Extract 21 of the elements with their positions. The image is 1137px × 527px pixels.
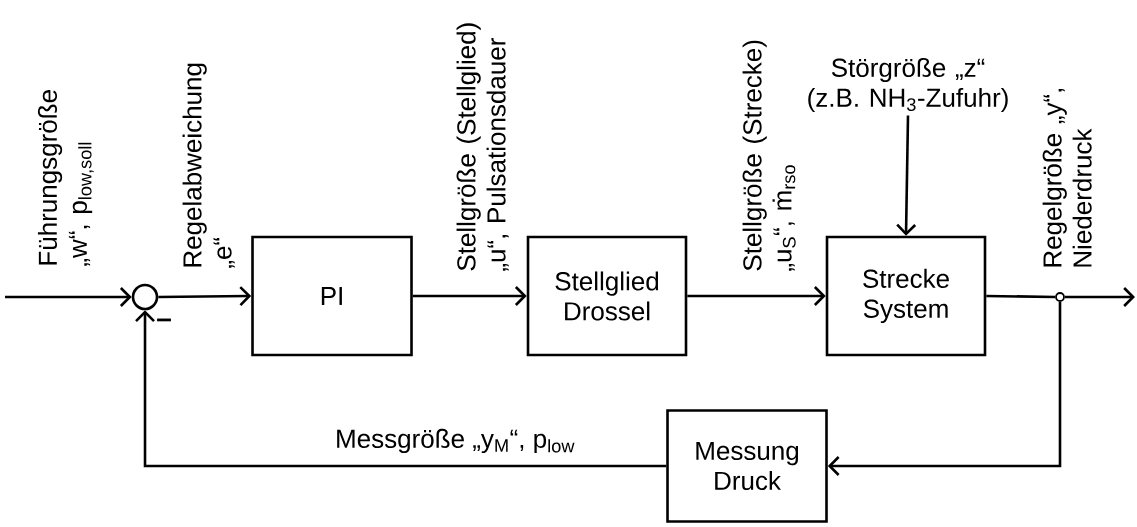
minus-sign: –	[157, 318, 171, 322]
arrow	[135, 310, 667, 468]
arrow	[412, 286, 527, 306]
block-box: Stellglied Drossel	[526, 235, 688, 357]
edge-label: Führungsgröße „w“, p$_{low,soll}$	[37, 90, 94, 266]
arrow	[5, 287, 132, 307]
block-box: PI	[251, 235, 413, 357]
arrow	[158, 286, 252, 306]
arrow	[1064, 287, 1135, 307]
block-box: Strecke System	[825, 235, 987, 357]
edge-label: Messgröße „y$_{M}$“, p$_{low}$	[337, 428, 575, 454]
arrow	[687, 286, 826, 306]
arrow	[827, 301, 1062, 476]
edge-label: Regelgröße „y“, Niederdruck	[1042, 89, 1092, 267]
branch-point	[1055, 292, 1065, 302]
edge-label: Stellgröße (Stellglied) „u“, Pulsationsdauer	[456, 23, 509, 271]
block-box: Messung Druck	[666, 409, 828, 523]
summing-circle	[131, 283, 159, 311]
edge-label: Regelabweichung „e“	[182, 63, 235, 268]
arrow	[896, 115, 917, 236]
disturbance-text: Störgröße „z“ (z.B. NH$_{3}$-Zufuhr)	[808, 57, 1008, 113]
